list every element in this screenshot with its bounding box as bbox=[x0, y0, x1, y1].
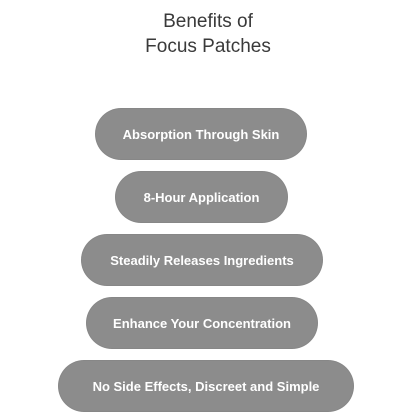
page-title-line-2: Focus Patches bbox=[145, 36, 271, 57]
benefit-pill-absorption: Absorption Through Skin bbox=[95, 108, 307, 160]
page-title-line-1: Benefits of bbox=[163, 11, 253, 32]
benefit-pill-releases: Steadily Releases Ingredients bbox=[81, 234, 323, 286]
page-title: Benefits of Focus Patches bbox=[0, 9, 416, 59]
benefit-pill-no-side-effects: No Side Effects, Discreet and Simple bbox=[58, 360, 354, 412]
benefit-pill-concentration: Enhance Your Concentration bbox=[86, 297, 318, 349]
benefit-pill-application: 8-Hour Application bbox=[115, 171, 288, 223]
